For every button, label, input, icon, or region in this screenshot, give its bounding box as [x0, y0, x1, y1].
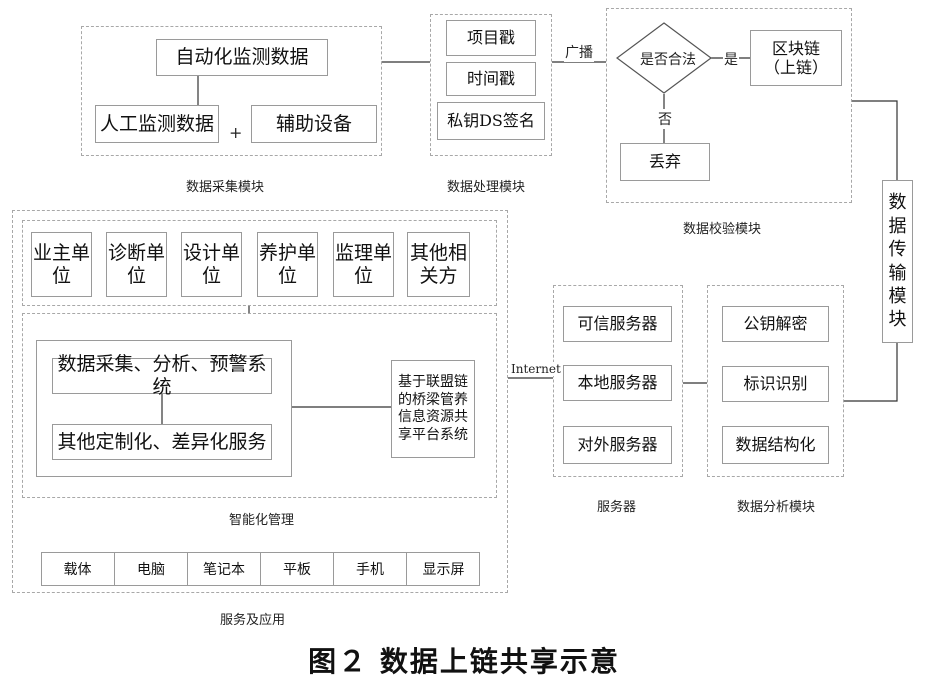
- analysis-module: [707, 285, 844, 477]
- design-unit-line2: 位: [201, 264, 221, 287]
- verify-caption: 数据校验模块: [683, 222, 762, 237]
- maintenance-unit-box: 养护单 位: [257, 232, 318, 297]
- transmission-char: 传: [888, 239, 907, 261]
- transmission-module: 数 据 传 输 模 块: [882, 180, 913, 343]
- sharing-platform-box: 基于联盟链的桥梁管养信息资源共享平台系统: [391, 360, 475, 458]
- custom-service-box: 其他定制化、差异化服务: [52, 424, 272, 460]
- transmission-char: 据: [888, 215, 907, 237]
- design-unit-box: 设计单 位: [181, 232, 242, 297]
- transmission-char: 模: [888, 285, 907, 307]
- collection-module: [81, 26, 382, 156]
- service-module: [12, 210, 508, 593]
- transmission-char: 块: [888, 309, 907, 331]
- internet-label: Internet: [510, 362, 562, 376]
- aux-device-box: 辅助设备: [251, 105, 377, 143]
- broadcast-label: 广播: [564, 42, 594, 62]
- other-parties-line2: 关方: [419, 264, 458, 287]
- supervision-unit-line1: 监理单: [334, 241, 392, 264]
- maintenance-unit-line2: 位: [277, 264, 297, 287]
- supervision-unit-box: 监理单 位: [333, 232, 394, 297]
- verify-module: [606, 8, 852, 203]
- collect-analyze-warn-system-box: 数据采集、分析、预警系统: [52, 353, 272, 398]
- blockchain-box: 区块链（上链）: [750, 30, 842, 86]
- systems-container: [36, 340, 292, 477]
- transmission-char: 数: [888, 192, 907, 214]
- servers-module: [553, 285, 683, 477]
- processing-module: [430, 14, 552, 156]
- project-stamp-box: 项目戳: [446, 20, 536, 56]
- manual-monitoring-box: 人工监测数据: [95, 105, 219, 143]
- device-laptop: 笔记本: [188, 552, 261, 586]
- figure-title: 图２ 数据上链共享示意: [308, 645, 620, 678]
- smart-management-caption: 智能化管理: [229, 513, 295, 528]
- legality-decision-diamond: [616, 22, 712, 94]
- servers-caption: 服务器: [597, 500, 637, 515]
- diagnosis-unit-box: 诊断单 位: [106, 232, 167, 297]
- processing-caption: 数据处理模块: [447, 180, 526, 195]
- smart-management-group: [22, 313, 497, 498]
- service-caption: 服务及应用: [220, 613, 286, 628]
- owner-unit-line2: 位: [51, 264, 71, 287]
- diagnosis-unit-line2: 位: [126, 264, 146, 287]
- device-computer: 电脑: [115, 552, 188, 586]
- supervision-unit-line2: 位: [353, 264, 373, 287]
- owner-unit-line1: 业主单: [32, 241, 90, 264]
- discard-box: 丢弃: [620, 143, 710, 181]
- device-tablet: 平板: [261, 552, 334, 586]
- private-key-sign-box: 私钥DS签名: [437, 102, 545, 140]
- other-parties-line1: 其他相: [409, 241, 467, 264]
- device-carrier: 载体: [41, 552, 115, 586]
- units-group: [22, 220, 497, 306]
- collection-caption: 数据采集模块: [186, 180, 265, 195]
- auto-monitoring-box: 自动化监测数据: [156, 39, 328, 76]
- identifier-recognition-box: 标识识别: [722, 366, 829, 402]
- analysis-caption: 数据分析模块: [737, 500, 816, 515]
- transmission-char: 输: [888, 262, 907, 284]
- external-server-box: 对外服务器: [563, 426, 672, 464]
- line-transmission-analysis: [844, 343, 898, 402]
- plus-sign: +: [229, 123, 243, 142]
- time-stamp-box: 时间戳: [446, 62, 536, 96]
- local-server-box: 本地服务器: [563, 365, 672, 401]
- device-phone: 手机: [334, 552, 407, 586]
- decision-label: 是否合法: [640, 52, 696, 68]
- other-parties-box: 其他相 关方: [407, 232, 470, 297]
- line-verify-transmission: [852, 100, 898, 180]
- diagnosis-unit-line1: 诊断单: [107, 241, 165, 264]
- maintenance-unit-line1: 养护单: [258, 241, 316, 264]
- device-display: 显示屏: [422, 562, 465, 578]
- yes-label: 是: [723, 49, 739, 69]
- trusted-server-box: 可信服务器: [563, 306, 672, 342]
- design-unit-line1: 设计单: [182, 241, 240, 264]
- owner-unit-box: 业主单 位: [31, 232, 92, 297]
- no-label: 否: [657, 109, 673, 129]
- public-key-decrypt-box: 公钥解密: [722, 306, 829, 342]
- data-structuring-box: 数据结构化: [722, 426, 829, 464]
